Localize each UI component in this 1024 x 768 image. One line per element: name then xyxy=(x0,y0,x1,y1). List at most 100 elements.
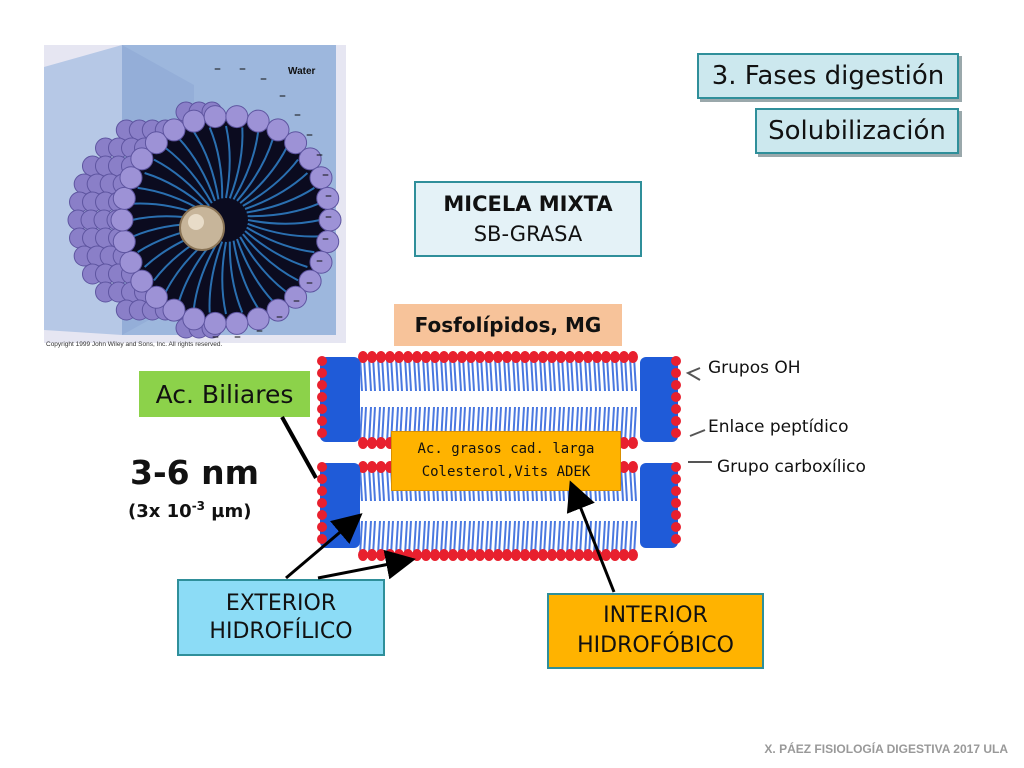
lipid-tail xyxy=(521,356,525,392)
lipid-tail xyxy=(221,241,227,315)
lipid-tail xyxy=(485,356,489,392)
lipid-head xyxy=(317,404,327,414)
lipid-head xyxy=(421,549,431,561)
lipid-tail xyxy=(228,127,244,199)
lipid-tail xyxy=(225,125,231,199)
lipid-tail xyxy=(381,406,385,444)
negative-charge: – xyxy=(239,61,246,77)
lipid-head xyxy=(592,351,602,363)
lipid-head xyxy=(317,368,327,378)
lipid-tail xyxy=(242,233,299,282)
lipid-head xyxy=(538,351,548,363)
lipid-head xyxy=(484,549,494,561)
lipid-head xyxy=(358,549,368,561)
lipid-tail xyxy=(228,241,244,313)
lipid-head xyxy=(430,351,440,363)
lipid-head xyxy=(317,474,327,484)
negative-charge: – xyxy=(279,88,286,104)
lipid-head xyxy=(484,351,494,363)
lipid-tail xyxy=(620,406,624,444)
lipid-head xyxy=(511,549,521,561)
lipid-head xyxy=(601,549,611,561)
ac-biliares-label: Ac. Biliares xyxy=(139,371,310,417)
lipid-tail xyxy=(530,520,534,556)
lipid-head xyxy=(448,351,458,363)
lipid-tail xyxy=(620,520,624,556)
head-sphere xyxy=(130,147,154,171)
lipid-head xyxy=(671,498,681,508)
lipid-head xyxy=(457,351,467,363)
lipid-tail xyxy=(629,520,633,556)
negative-charge: – xyxy=(293,293,300,309)
head-sphere xyxy=(266,118,290,142)
micelle-illustration: –––––––––––––––––– Water Copyright 1999 … xyxy=(44,45,346,358)
negative-charge: – xyxy=(256,323,263,339)
lipid-head xyxy=(547,549,557,561)
negative-charge: – xyxy=(234,329,241,345)
lipid-tail xyxy=(144,172,208,210)
negative-charge: – xyxy=(322,167,329,183)
lipid-head xyxy=(376,351,386,363)
micela-mixta-box: MICELA MIXTA SB-GRASA xyxy=(414,181,642,257)
lipid-head xyxy=(628,549,638,561)
lipid-tail xyxy=(458,520,462,556)
lipid-tail xyxy=(164,147,213,204)
negative-charge: – xyxy=(316,147,323,163)
micelle-core-area xyxy=(124,118,328,322)
lipid-tail xyxy=(359,406,363,444)
lipid-head xyxy=(403,549,413,561)
lipid-tail xyxy=(512,356,516,392)
lipid-head xyxy=(317,510,327,520)
lipid-head xyxy=(628,351,638,363)
lipid-tail xyxy=(485,520,489,556)
lipid-tail xyxy=(584,356,588,392)
lipid-head xyxy=(317,498,327,508)
lipid-head xyxy=(367,549,377,561)
bile-acid-block xyxy=(640,463,678,548)
lipid-head xyxy=(529,549,539,561)
lipid-head xyxy=(511,351,521,363)
size-sub-suffix: µm) xyxy=(205,501,252,522)
lipid-head xyxy=(628,461,638,473)
phase-title-text: 3. Fases digestión xyxy=(711,61,945,91)
lipid-head xyxy=(317,428,327,438)
lipid-head xyxy=(556,549,566,561)
lipid-head xyxy=(671,474,681,484)
lipid-head xyxy=(493,549,503,561)
lipid-tail xyxy=(431,520,435,556)
lipid-tail xyxy=(178,137,216,202)
lipid-head xyxy=(671,462,681,472)
lipid-head xyxy=(610,351,620,363)
lipid-tail xyxy=(629,406,633,444)
lipid-head xyxy=(520,549,530,561)
lipid-head xyxy=(671,534,681,544)
lipid-tail xyxy=(359,356,363,392)
lipid-tail xyxy=(395,520,399,556)
lipid-tail xyxy=(386,520,390,556)
lipid-head xyxy=(671,486,681,496)
lipid-tail xyxy=(404,520,408,556)
lipid-head xyxy=(502,351,512,363)
lipid-tail xyxy=(566,520,570,556)
head-sphere xyxy=(246,109,270,133)
lipid-tail xyxy=(476,356,480,392)
lipid-tail xyxy=(548,356,552,392)
enlace-peptidico-label: Enlace peptídico xyxy=(708,417,849,437)
lipid-tail xyxy=(467,520,471,556)
lipid-tail xyxy=(239,236,288,293)
head-sphere xyxy=(130,269,154,293)
micelle-svg: –––––––––––––––––– xyxy=(44,45,346,345)
lipid-tail xyxy=(539,356,543,392)
head-sphere xyxy=(309,166,333,190)
negative-charge: – xyxy=(325,209,332,225)
lipid-tail xyxy=(232,131,260,200)
negative-charge: – xyxy=(276,309,283,325)
lipid-head xyxy=(376,549,386,561)
lipid-head xyxy=(439,351,449,363)
lipid-head xyxy=(610,549,620,561)
footer-credit: X. PÁEZ FISIOLOGÍA DIGESTIVA 2017 ULA xyxy=(764,742,1008,756)
lipid-head xyxy=(394,351,404,363)
lipid-head xyxy=(466,549,476,561)
lipid-head xyxy=(583,549,593,561)
grupo-carboxilico-label: Grupo carboxílico xyxy=(717,457,866,477)
